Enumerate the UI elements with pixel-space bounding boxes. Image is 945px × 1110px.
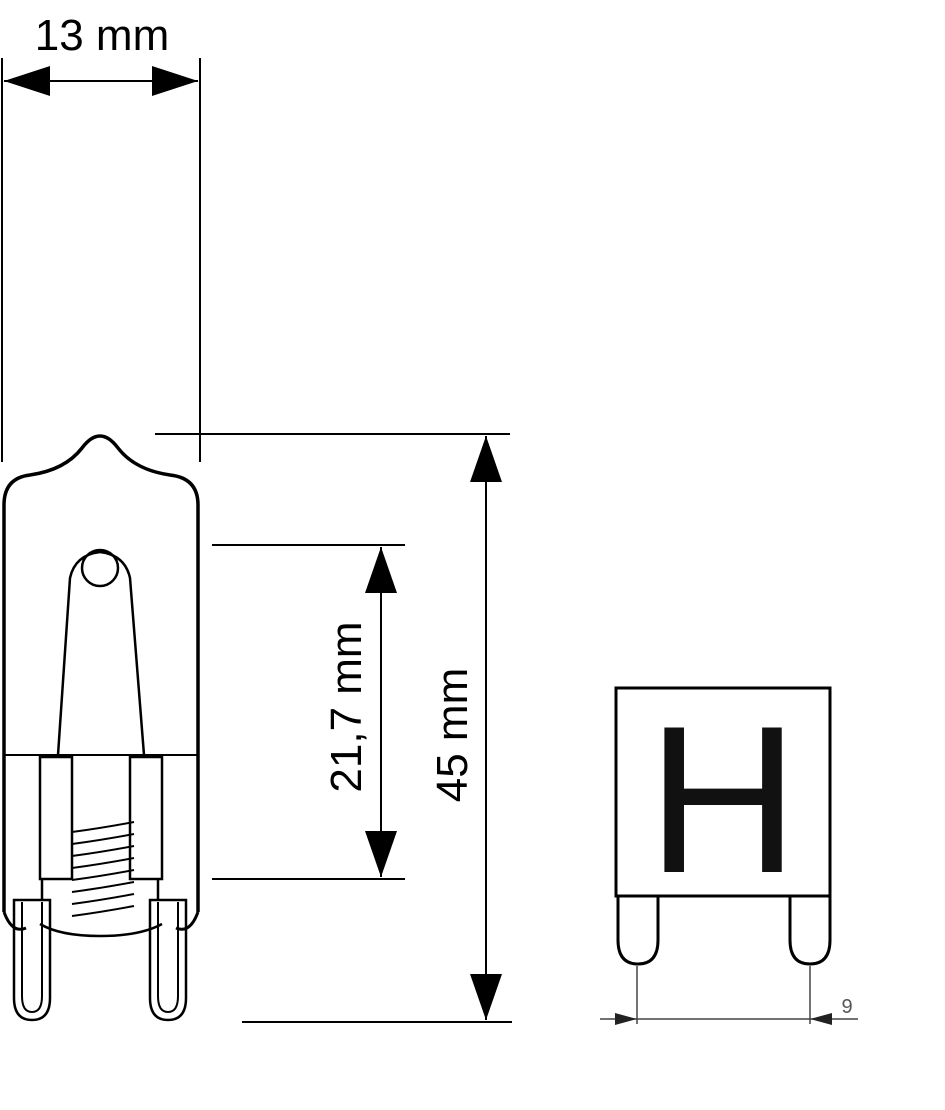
pin-spacing-label: 9 (841, 996, 852, 1018)
height-arrow-top (470, 436, 502, 482)
lamp-seal-edge (2, 911, 200, 931)
width-label: 13 mm (35, 11, 169, 60)
left-pin-inner (21, 902, 43, 1014)
height-dimension: 45 mm (155, 433, 512, 1023)
filament-dimension: 21,7 mm (212, 544, 405, 880)
filament-coil (71, 821, 135, 917)
pin-spacing-arrow-right (810, 1013, 832, 1025)
right-pin (148, 879, 188, 1022)
base-symbol: H 9 (600, 682, 858, 1025)
width-arrow-left (4, 66, 50, 96)
base-symbol-letter: H (647, 682, 799, 917)
pin-spacing-arrow-left (615, 1013, 637, 1025)
base-symbol-right-pin (788, 896, 832, 966)
height-arrow-bottom (470, 974, 502, 1020)
filament-tube (56, 550, 146, 756)
left-pin (12, 879, 52, 1022)
base-symbol-left-pin (616, 896, 660, 966)
lamp-seal-bottom (39, 922, 163, 938)
filament-label: 21,7 mm (322, 621, 371, 792)
left-lead (38, 755, 74, 881)
lamp-envelope (2, 434, 200, 912)
filament-arrow-bottom (365, 831, 397, 877)
width-dimension: 13 mm (1, 11, 201, 462)
right-pin-inner (157, 902, 179, 1014)
right-lead (128, 755, 164, 881)
filament-tube-tip (80, 548, 120, 588)
filament-arrow-top (365, 547, 397, 593)
base-symbol-frame (614, 686, 832, 898)
height-label: 45 mm (428, 668, 477, 802)
width-arrow-right (152, 66, 198, 96)
lamp-outline (2, 434, 200, 1022)
